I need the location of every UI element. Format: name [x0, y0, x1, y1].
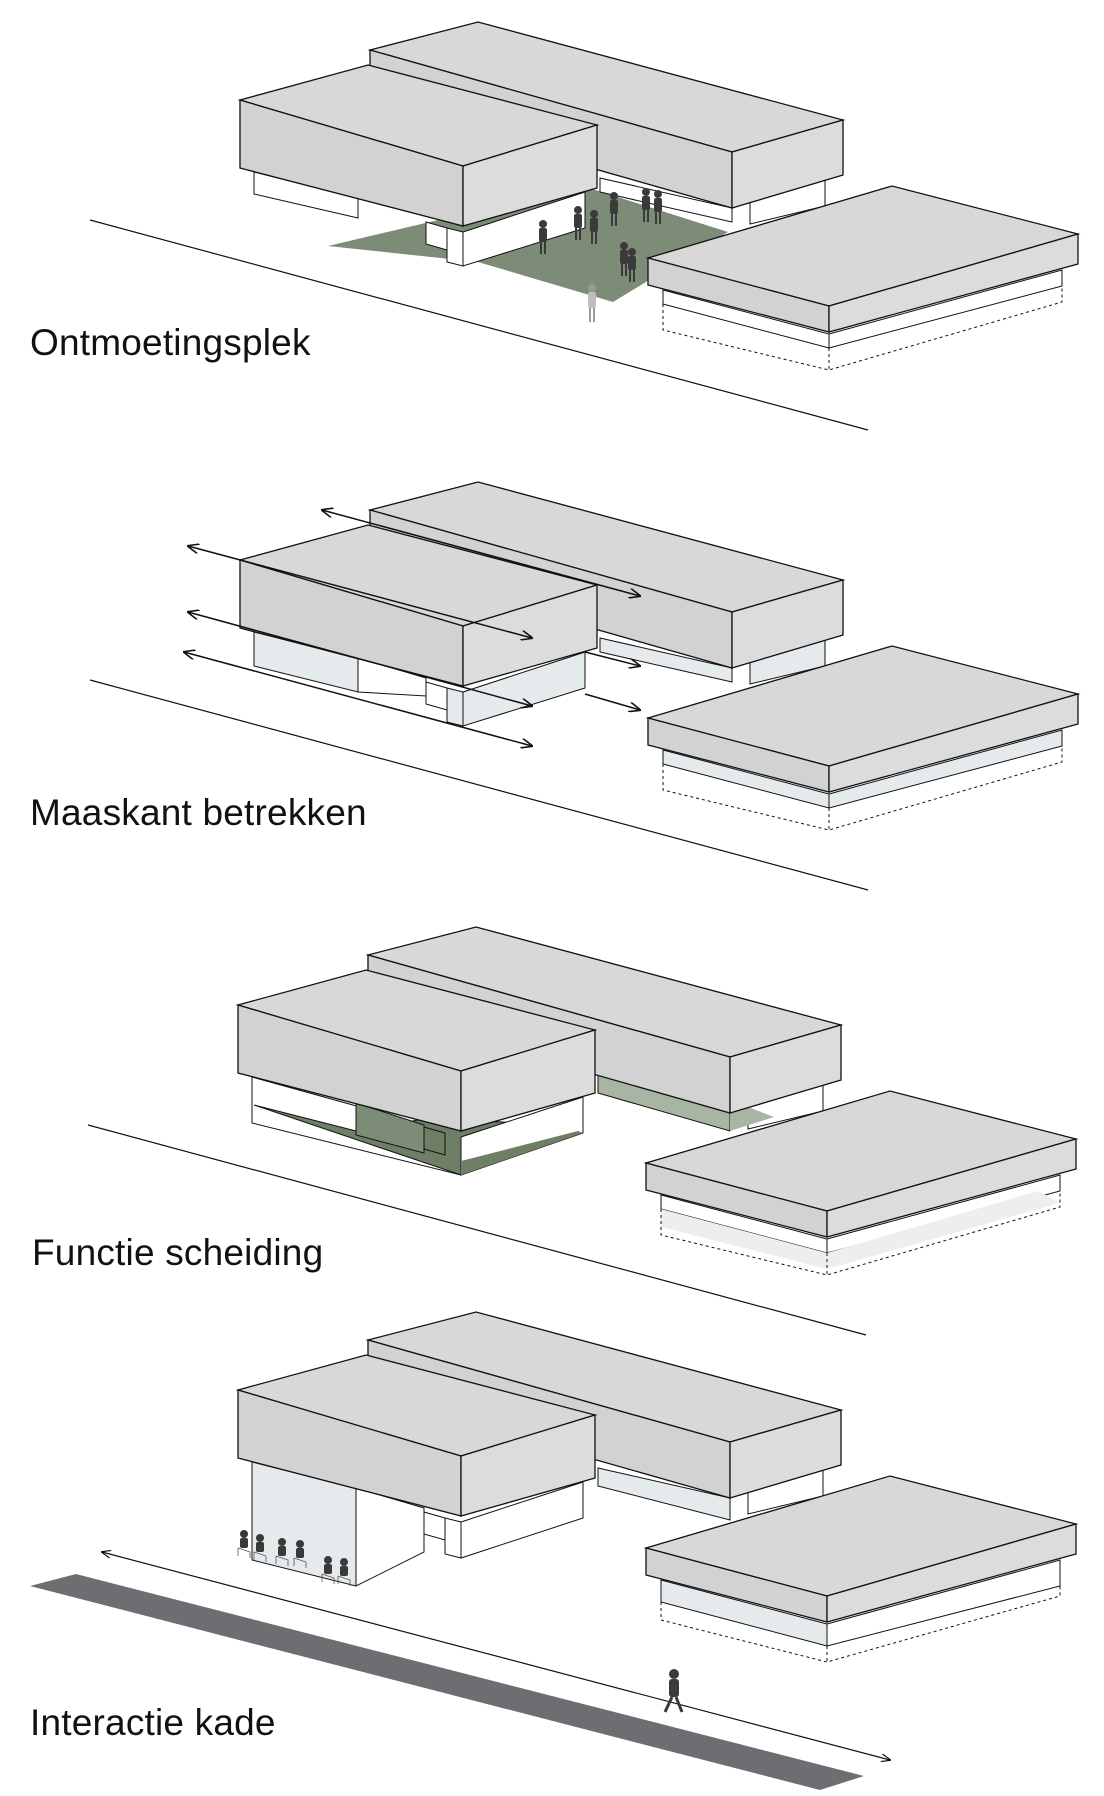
person-icon — [588, 284, 596, 322]
panel-label-maaskant: Maaskant betrekken — [30, 792, 367, 833]
people-group — [539, 188, 662, 322]
terrace-people — [237, 1530, 351, 1586]
seated-person-icon — [253, 1534, 267, 1562]
walking-person-icon — [663, 1669, 684, 1713]
seated-person-icon — [293, 1540, 307, 1568]
person-icon — [539, 220, 547, 254]
seated-person-icon — [237, 1530, 251, 1558]
person-icon — [574, 206, 582, 240]
arrow-icon — [584, 693, 640, 710]
person-icon — [642, 188, 650, 222]
arrow-icon — [184, 652, 532, 746]
panel-label-ontmoetingsplek: Ontmoetingsplek — [30, 322, 311, 363]
person-icon — [620, 242, 628, 276]
person-icon — [654, 190, 662, 224]
panel-ontmoetingsplek — [89, 21, 1079, 431]
person-icon — [628, 248, 636, 282]
seated-person-icon — [337, 1558, 351, 1586]
street-line — [87, 1124, 867, 1336]
view-arrows — [184, 510, 640, 746]
person-icon — [610, 192, 618, 226]
panel-maaskant — [89, 481, 1079, 891]
panel-label-functie: Functie scheiding — [32, 1232, 324, 1273]
seated-person-icon — [275, 1538, 289, 1566]
panel-functie — [87, 926, 1077, 1336]
person-icon — [590, 210, 598, 244]
panel-label-interactie: Interactie kade — [30, 1702, 276, 1743]
seated-person-icon — [321, 1556, 335, 1584]
street-line — [89, 219, 869, 431]
arrow-icon — [584, 651, 640, 666]
arrow-icon — [102, 1552, 890, 1760]
panel-interactie — [30, 1311, 1077, 1790]
